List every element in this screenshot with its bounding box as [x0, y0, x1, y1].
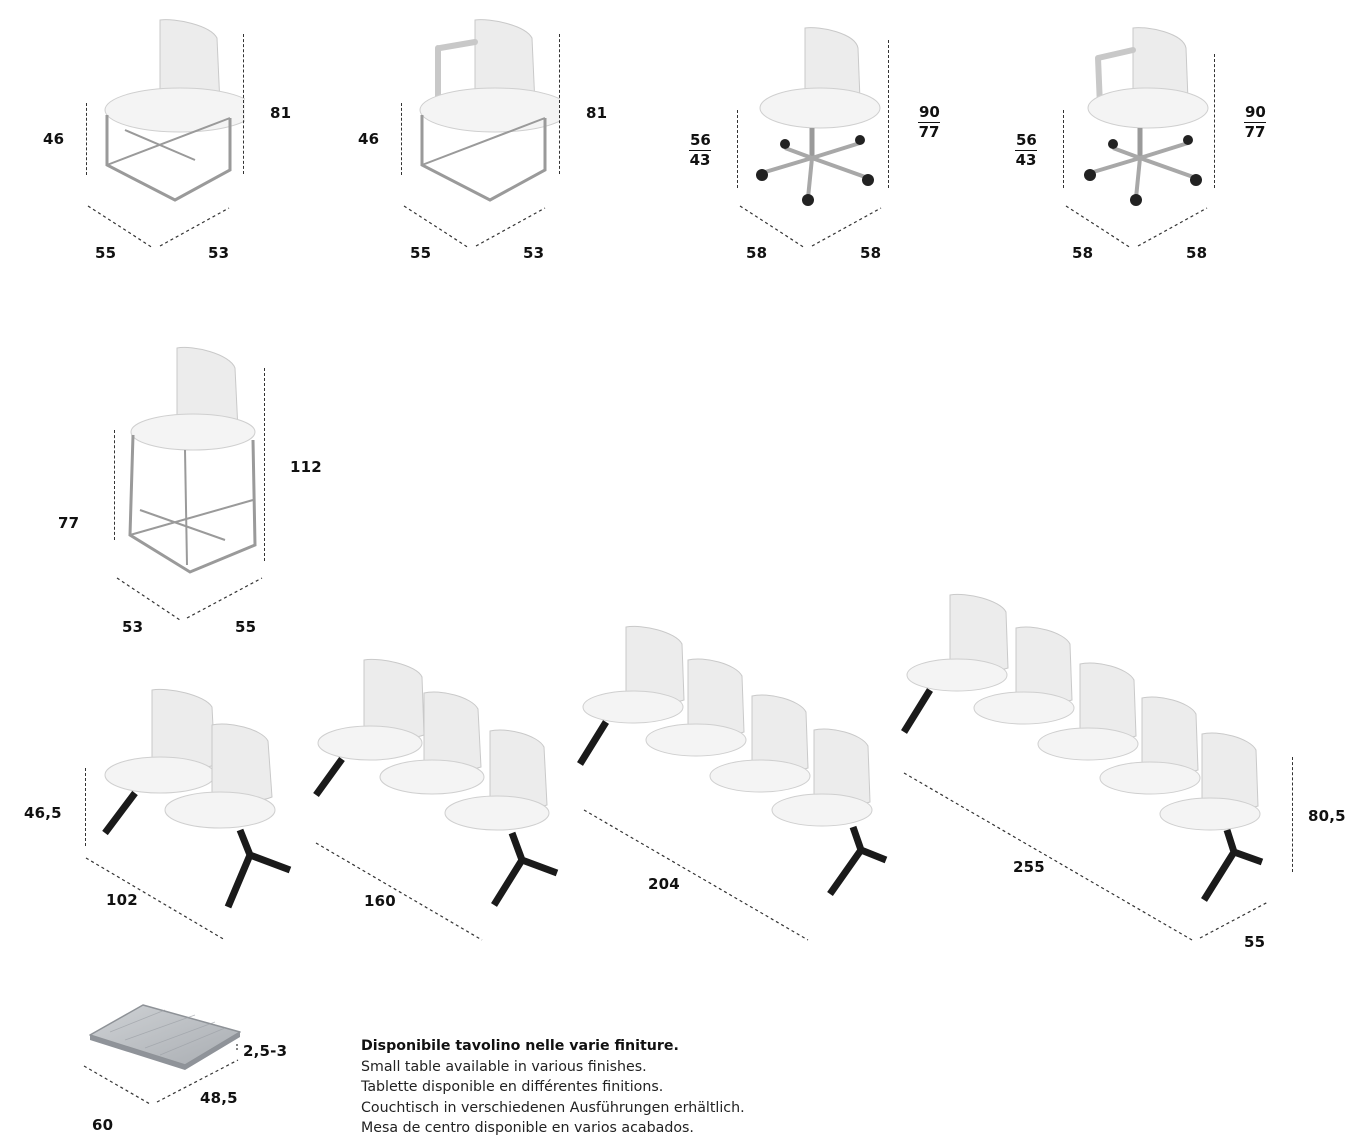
beam-4-seater: [577, 625, 888, 897]
swivel-chair-armrest-seat-height: 56 43: [1015, 131, 1037, 169]
table-caption: Disponibile tavolino nelle varie finitur…: [361, 1036, 745, 1139]
table-thickness: 2,5-3: [243, 1042, 288, 1060]
swivel-chair-armrest-width: 58: [1186, 244, 1208, 262]
chair-armrest-total-height: 81: [586, 104, 608, 122]
beam-2-length: 102: [106, 891, 138, 909]
beam-5-seater: [901, 593, 1264, 902]
stool-width: 55: [235, 618, 257, 636]
swivel-chair-illustration: [756, 27, 881, 206]
chair-seat-height-line: [86, 103, 87, 175]
chair-armrest-illustration: [419, 19, 560, 202]
swivel-chair-depth: 58: [746, 244, 768, 262]
beam-3-seater: [313, 658, 559, 907]
caption-line-en: Small table available in various finishe…: [361, 1058, 647, 1075]
chair-width: 53: [208, 244, 230, 262]
beam-seat-height-line: [85, 768, 86, 846]
swivel-chair-armrest-illustration: [1084, 27, 1209, 206]
beam-5-length: 255: [1013, 858, 1045, 876]
chair-depth: 55: [95, 244, 117, 262]
beam-4-length: 204: [648, 875, 680, 893]
caption-line-es: Mesa de centro disponible en varios acab…: [361, 1120, 694, 1136]
swivel-chair-armrest-total-height: 90 77: [1244, 103, 1266, 141]
stool-depth: 53: [122, 618, 144, 636]
caption-line-fr: Tablette disponible en différentes finit…: [361, 1079, 664, 1095]
stool-total-height-line: [264, 368, 265, 561]
stool-seat-height: 77: [58, 514, 80, 532]
swivel-chair-seat-height: 56 43: [689, 131, 711, 169]
chair-armrest-seat-height: 46: [358, 130, 380, 148]
table-width: 48,5: [200, 1089, 238, 1107]
caption-title: Disponibile tavolino nelle varie finitur…: [361, 1038, 679, 1054]
caption-line-de: Couchtisch in verschiedenen Ausführungen…: [361, 1099, 745, 1116]
chair-armrest-width: 53: [523, 244, 545, 262]
swivel-chair-armrest-seat-height-line: [1063, 110, 1064, 188]
stool-seat-height-line: [114, 430, 115, 540]
table-length: 60: [92, 1116, 114, 1134]
beam-2-seater: [102, 688, 292, 909]
chair-total-height: 81: [270, 104, 292, 122]
beam-seat-height: 46,5: [24, 804, 62, 822]
swivel-chair-total-height: 90 77: [918, 103, 940, 141]
chair-seat-height: 46: [43, 130, 65, 148]
chair-armrest-seat-height-line: [401, 103, 402, 175]
stool-illustration: [128, 346, 257, 574]
chair-total-height-line: [243, 34, 244, 174]
swivel-chair-width: 58: [860, 244, 882, 262]
table-illustration: [89, 1004, 241, 1070]
swivel-chair-seat-height-line: [737, 110, 738, 188]
chair-illustration: [104, 19, 245, 202]
stool-total-height: 112: [290, 458, 322, 476]
swivel-chair-total-height-line: [888, 40, 889, 188]
chair-armrest-total-height-line: [559, 34, 560, 174]
beam-3-length: 160: [364, 892, 396, 910]
swivel-chair-armrest-depth: 58: [1072, 244, 1094, 262]
beam-total-height-line: [1292, 757, 1293, 872]
swivel-chair-armrest-total-height-line: [1214, 54, 1215, 188]
beam-total-height: 80,5: [1308, 807, 1346, 825]
beam-depth: 55: [1244, 933, 1266, 951]
chair-armrest-depth: 55: [410, 244, 432, 262]
